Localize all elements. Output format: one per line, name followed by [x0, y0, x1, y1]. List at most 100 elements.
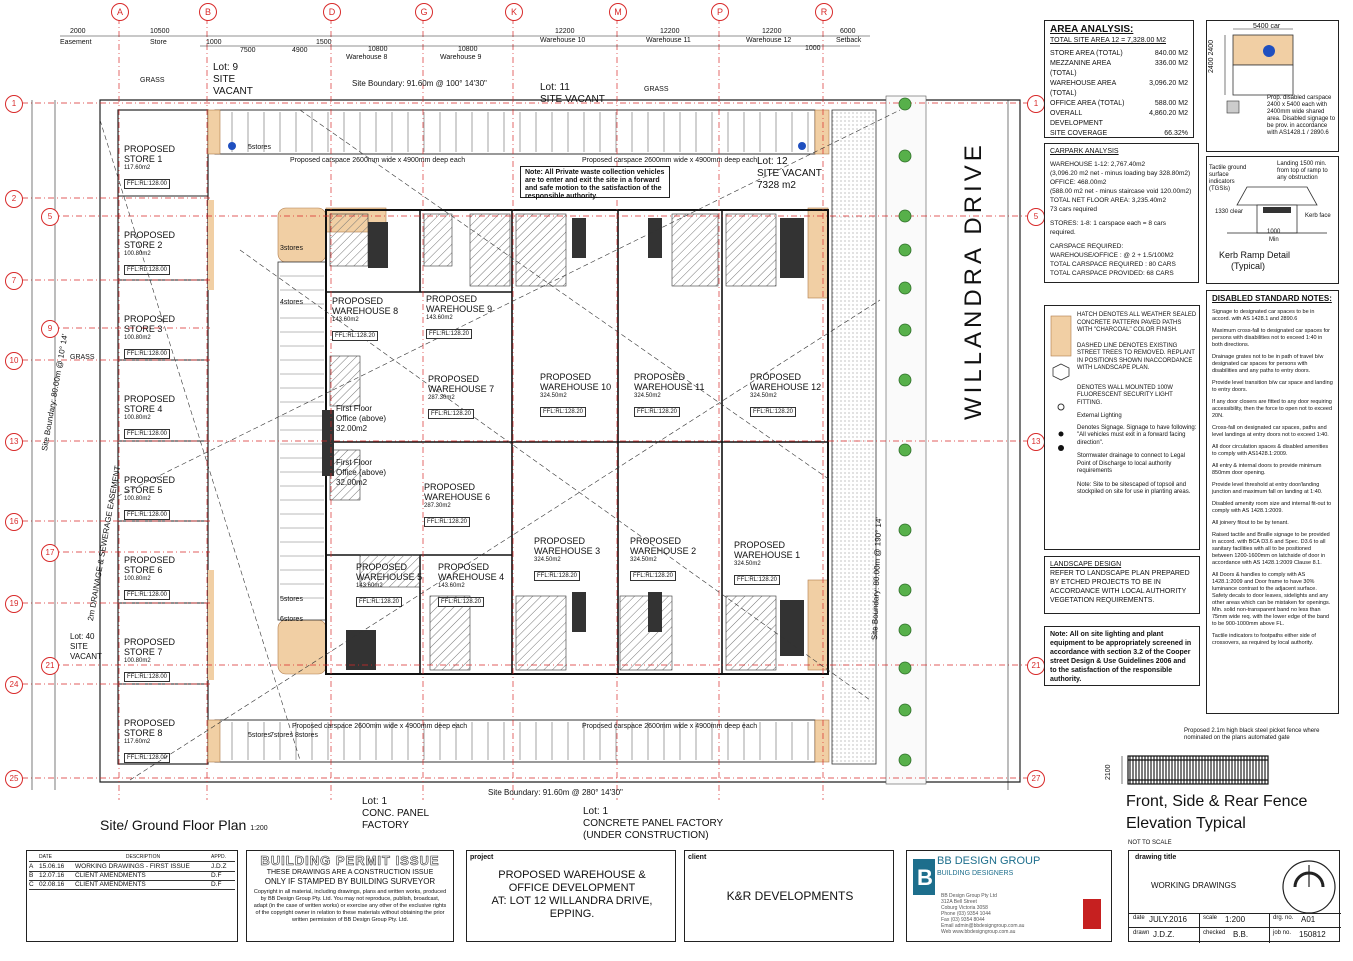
street-tree-icon — [898, 373, 912, 387]
warehouse-name: PROPOSED — [634, 372, 686, 382]
area-analysis-panel: AREA ANALYSIS: TOTAL SITE AREA 12 = 7,32… — [1044, 20, 1194, 138]
north-point-icon — [1282, 860, 1336, 914]
site-boundary-bottom: Site Boundary: 91.60m @ 280° 14'30" — [488, 788, 623, 797]
legend-item: Denotes Signage. Signage to have followi… — [1077, 424, 1197, 446]
warehouse-name: PROPOSED — [734, 540, 786, 550]
dim-label-wh12: Warehouse 12 — [746, 37, 792, 44]
area-row: MEZZANINE AREA (TOTAL)336.00 M2 — [1050, 59, 1188, 79]
street-tree-icon — [898, 97, 912, 111]
store-unit: STORE 6 — [124, 565, 163, 575]
warehouse-ffl: FFL:RL:128.20 — [428, 409, 475, 419]
warehouse-unit: WAREHOUSE 9 — [426, 304, 493, 314]
store-ffl: FFL:RL:128.00 — [124, 179, 171, 189]
warehouse-area: 324.50m2 — [750, 393, 777, 399]
grid-bubble-row-left: 21 — [41, 657, 59, 675]
fence-title-2: Elevation Typical — [1126, 815, 1246, 832]
carpark-line: OFFICE: 468.00m2 — [1050, 179, 1107, 186]
revision-appd: D.F — [211, 872, 222, 879]
carpark-line: WAREHOUSE 1-12: 2,767.40m2 — [1050, 161, 1146, 168]
plan-title: Site/ Ground Floor Plan 1:200 — [100, 817, 268, 833]
warehouse-area: 287.30m2 — [424, 503, 451, 509]
kerb-label-landing: Landing 1500 min. from top of ramp to an… — [1277, 161, 1328, 181]
area-value: 3,096.20 M2 — [1149, 80, 1188, 87]
store-unit: STORE 4 — [124, 404, 163, 414]
area-value: 588.00 M2 — [1154, 100, 1188, 107]
area-key: OFFICE AREA (TOTAL) — [1050, 100, 1125, 107]
kerb-ramp-title: Kerb Ramp Detail — [1219, 250, 1291, 260]
company-detail: BB Design Group Pty Ltd — [941, 893, 997, 899]
street-tree-icon — [898, 281, 912, 295]
disabled-note: All joinery fitout to be by tenant. — [1212, 520, 1289, 526]
warehouse-area: 143.60m2 — [438, 583, 465, 589]
stores-3-label: 3stores — [280, 245, 303, 252]
site-boundary — [99, 99, 1021, 783]
store-ffl: FFL:RL:128.00 — [124, 265, 171, 275]
dim-12200b: 12200 — [660, 28, 680, 35]
revision-date: 15.06.16 — [39, 863, 65, 870]
disabled-note: Provide level threshold at entry door/la… — [1212, 482, 1323, 495]
warehouse-name: PROPOSED — [750, 372, 802, 382]
revision-date: 12.07.16 — [39, 872, 65, 879]
store-name: PROPOSED — [124, 637, 176, 647]
street-tree-icon — [898, 583, 912, 597]
company-logo: B — [913, 859, 935, 895]
warehouse-ffl: FFL:RL:128.20 — [750, 407, 797, 417]
lot-1-east-label: Lot: 1 CONCRETE PANEL FACTORY (UNDER CON… — [583, 806, 724, 841]
legend-item: Stormwater drainage to connect to Legal … — [1077, 453, 1186, 474]
not-to-scale: NOT TO SCALE — [1128, 840, 1172, 846]
dim-label-easement: Easement — [60, 39, 92, 46]
lot-40-label: Lot: 40 SITE VACANT — [70, 632, 102, 661]
dim-easement: 2000 — [70, 28, 86, 35]
grid-bubble-row-left: 1 — [5, 95, 23, 113]
fence-note: Proposed 2.1m high black steel picket fe… — [1184, 728, 1320, 741]
carpark-line: STORES: 1-8: 1 carspace each = 8 cars re… — [1050, 220, 1167, 236]
grid-bubble-row-right: 1 — [1027, 95, 1045, 113]
grid-bubble-row-left: 5 — [41, 208, 59, 226]
carspace-note-top-2: Proposed carspace 2600mm wide x 4900mm d… — [582, 157, 758, 164]
revision-desc: WORKING DRAWINGS - FIRST ISSUE — [75, 863, 190, 870]
carspace-note-top: Proposed carspace 2600mm wide x 4900mm d… — [290, 157, 466, 164]
revision-header-cell: DESCRIPTION — [125, 854, 161, 860]
bins-label-top: 5stores — [248, 144, 271, 151]
warehouse-name: PROPOSED — [534, 536, 586, 546]
first-floor-office-a: First Floor Office (above) 32.00m2 — [336, 404, 387, 433]
warehouse-ffl: FFL:RL:128.20 — [426, 329, 473, 339]
landscape-strip — [831, 109, 877, 765]
company-detail: 312A Bell Street — [941, 899, 977, 905]
disabled-carspace-note: Prop. disabled carspace 2400 x 5400 each… — [1267, 95, 1336, 136]
warehouse-area: 324.50m2 — [540, 393, 567, 399]
company-detail: Coburg Victoria 3058 — [941, 905, 988, 911]
stores-5-label: 5stores — [280, 596, 303, 603]
warehouse-ffl: FFL:RL:128.20 — [424, 517, 471, 527]
dim-label-wh10: Warehouse 10 — [540, 37, 586, 44]
revision-appd: D.F — [211, 881, 222, 888]
grid-bubble-col: B — [199, 3, 217, 21]
street-tree-icon — [898, 703, 912, 717]
warehouse-name: PROPOSED — [426, 294, 478, 304]
warehouse-unit: WAREHOUSE 5 — [356, 572, 423, 582]
legend-item: DENOTES WALL MOUNTED 100W FLUORESCENT SE… — [1077, 384, 1173, 406]
lot-1-west-label: Lot: 1 CONC. PANEL FACTORY — [362, 796, 430, 831]
warehouse-area: 143.60m2 — [426, 315, 453, 321]
store-area: 100.80m2 — [124, 658, 151, 664]
area-key: OVERALL DEVELOPMENT — [1050, 110, 1103, 127]
company-detail: Fax (03) 9354 8044 — [941, 917, 985, 923]
warehouse-area: 143.60m2 — [332, 317, 359, 323]
company-detail: Email admin@bbdesigngroup.com.au — [941, 923, 1025, 929]
warehouse-unit: WAREHOUSE 6 — [424, 492, 491, 502]
dim-1500: 1500 — [316, 39, 332, 46]
warehouse-name: PROPOSED — [540, 372, 592, 382]
area-value: 4,860.20 M2 — [1149, 110, 1188, 117]
store-ffl: FFL:RL:128.00 — [124, 510, 171, 520]
area-row: WAREHOUSE AREA (TOTAL)3,096.20 M2 — [1050, 79, 1188, 99]
